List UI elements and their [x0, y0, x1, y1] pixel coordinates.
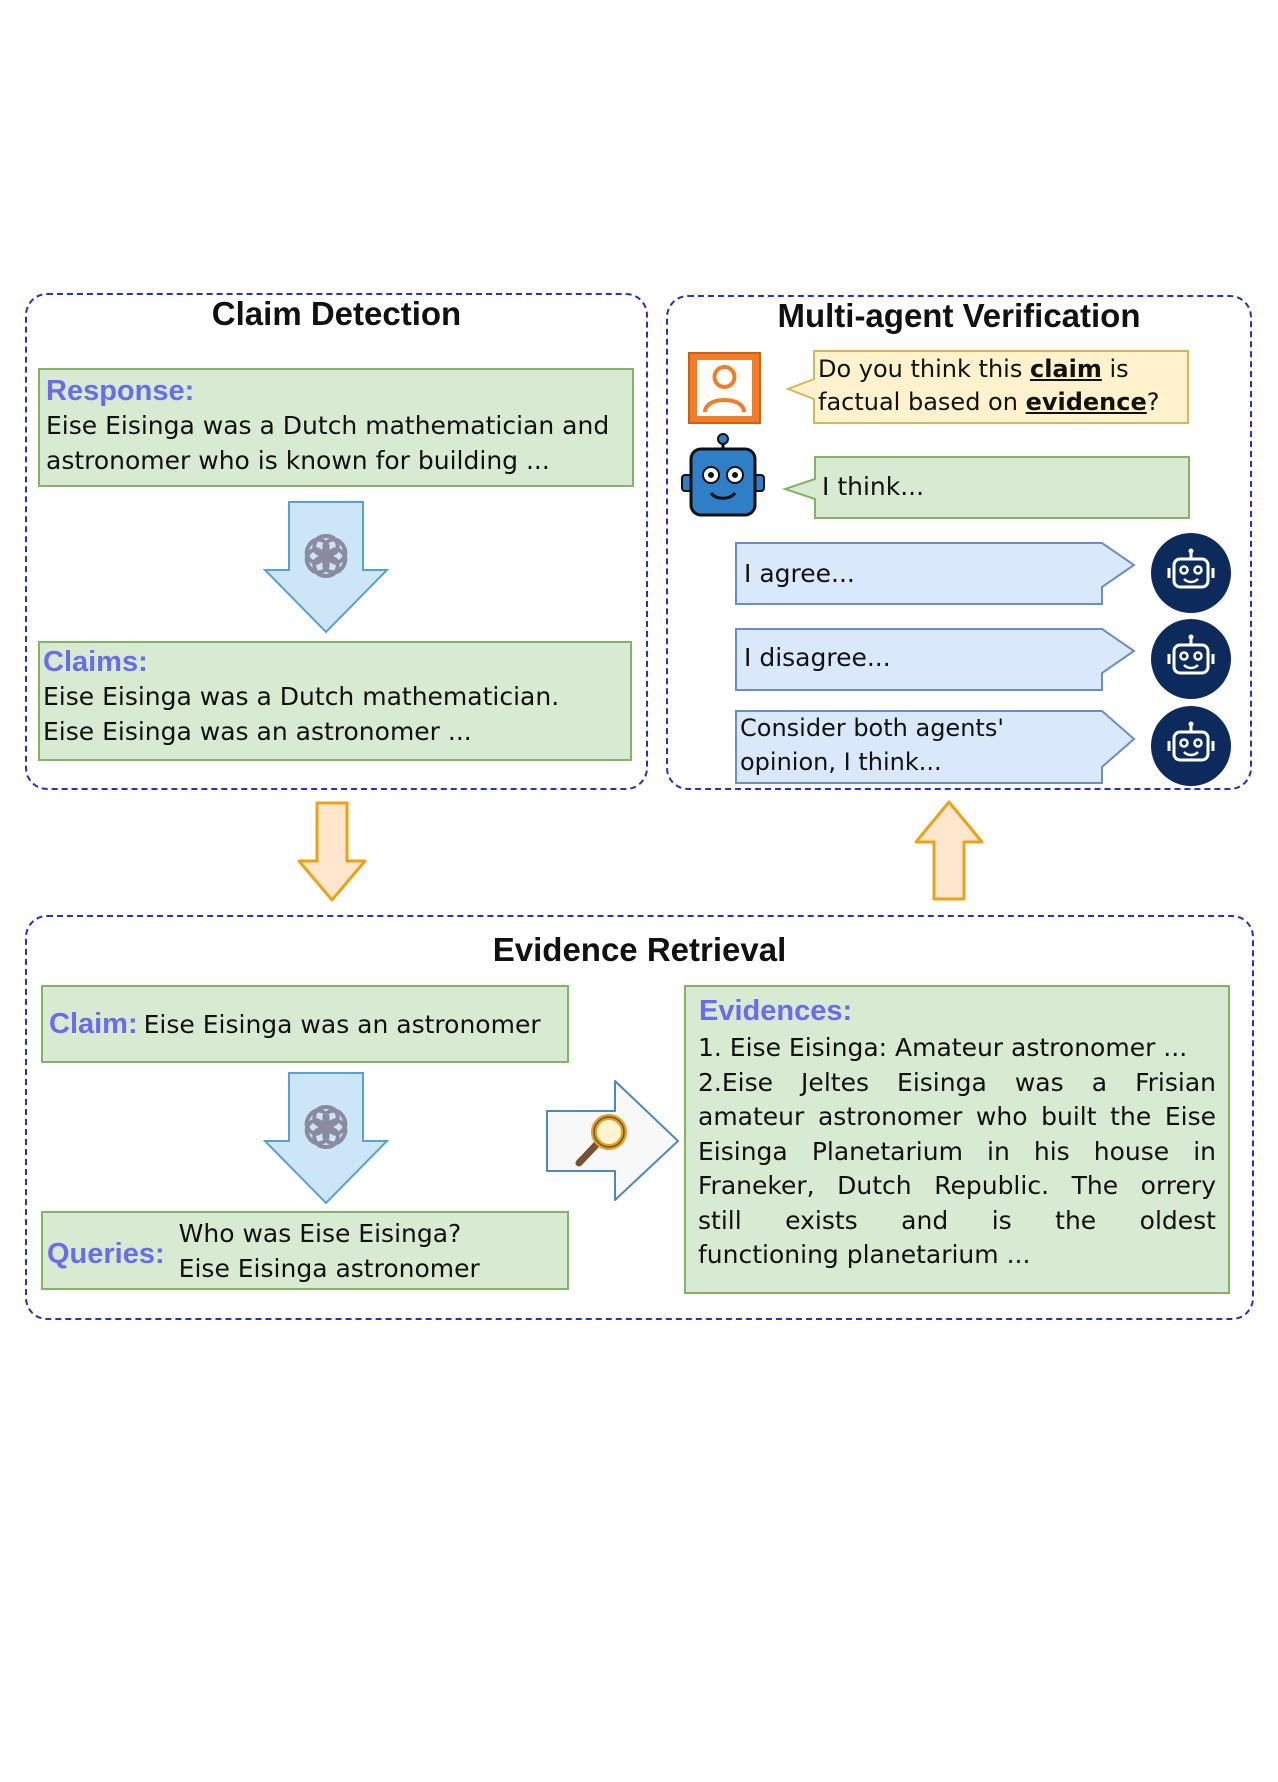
evidence-line: amateur astronomer who built the Eise: [698, 1102, 1216, 1131]
queries-box: Queries: Who was Eise Eisinga? Eise Eisi…: [41, 1211, 569, 1290]
bot-avatar-icon: [1151, 533, 1231, 613]
response-line: Eise Eisinga was a Dutch mathematician a…: [46, 411, 610, 440]
evidences-text: 1. Eise Eisinga: Amateur astronomer ... …: [698, 1031, 1216, 1273]
claims-line: Eise Eisinga was a Dutch mathematician.: [43, 682, 560, 711]
agent-reply-bubble-shape: [735, 628, 1136, 691]
evidence-line: Eisinga Planetarium in his house in: [698, 1136, 1216, 1166]
agent-reply-text: I disagree...: [744, 643, 891, 672]
flow-down-arrow: [297, 801, 367, 902]
claims-label: Claims:: [43, 646, 148, 678]
question-part: Do you think this: [818, 355, 1030, 383]
claim-label: Claim:: [49, 1007, 138, 1040]
claim-detection-title: Claim Detection: [211, 295, 462, 332]
response-box: Response: Eise Eisinga was a Dutch mathe…: [38, 368, 634, 487]
claim-box: Claim: Eise Eisinga was an astronomer: [41, 985, 569, 1063]
evidence-line: still exists and is the oldest: [698, 1205, 1216, 1235]
bot-avatar-icon: [1151, 706, 1231, 786]
query-item: Eise Eisinga astronomer: [178, 1253, 480, 1283]
multi-agent-title: Multi-agent Verification: [777, 297, 1141, 334]
response-label: Response:: [46, 375, 195, 407]
claim-detection-panel: [25, 293, 648, 790]
evidence-retrieval-panel: [25, 915, 1254, 1320]
evidence-line: 1. Eise Eisinga: Amateur astronomer ...: [698, 1033, 1188, 1062]
multi-agent-panel: [666, 295, 1252, 790]
question-part: is: [1101, 355, 1129, 383]
queries-list: Who was Eise Eisinga? Eise Eisinga astro…: [179, 1216, 480, 1286]
queries-label: Queries:: [47, 1238, 165, 1270]
robot-icon: [681, 433, 765, 517]
agent-reply-line: Consider both agents': [740, 714, 1004, 742]
claims-box: Claims: Eise Eisinga was a Dutch mathema…: [38, 641, 632, 761]
agent-reply-text: I agree...: [744, 559, 855, 588]
evidences-box: Evidences: 1. Eise Eisinga: Amateur astr…: [684, 985, 1230, 1294]
evidence-retrieval-title: Evidence Retrieval: [492, 931, 787, 968]
claim-text: Eise Eisinga was an astronomer: [143, 1009, 541, 1039]
magnifier-icon: [575, 1114, 627, 1167]
first-answer-text: I think...: [822, 472, 925, 501]
answer-bubble-shape: [781, 456, 1190, 519]
agent-reply-text: Consider both agents' opinion, I think..…: [740, 711, 1004, 779]
flow-up-arrow: [914, 800, 984, 901]
evidence-line: Franeker, Dutch Republic. The orrery: [698, 1171, 1216, 1200]
claim-keyword: claim: [1029, 355, 1102, 383]
response-line: astronomer who is known for building ...: [46, 446, 550, 475]
user-icon: [688, 352, 761, 424]
claims-text: Eise Eisinga was a Dutch mathematician. …: [43, 679, 630, 749]
question-text: Do you think this claim is factual based…: [818, 353, 1188, 419]
evidence-line: 2.Eise Jeltes Eisinga was a Frisian: [698, 1067, 1216, 1097]
bot-avatar-icon: [1151, 619, 1231, 699]
openai-logo-icon: [304, 1105, 348, 1149]
question-part: ?: [1146, 388, 1160, 416]
evidences-label: Evidences:: [699, 995, 853, 1027]
response-text: Eise Eisinga was a Dutch mathematician a…: [46, 408, 632, 478]
agent-reply-bubble-shape: [735, 710, 1136, 784]
openai-logo-icon: [304, 534, 348, 578]
query-item: Who was Eise Eisinga?: [178, 1218, 462, 1248]
evidence-line: functioning planetarium ...: [698, 1240, 1031, 1269]
agent-reply-bubble-shape: [735, 542, 1136, 605]
question-part: factual based on: [818, 388, 1026, 416]
agent-reply-line: opinion, I think...: [740, 748, 942, 776]
question-bubble-shape: [785, 350, 1189, 424]
evidence-keyword: evidence: [1025, 388, 1147, 416]
claims-line: Eise Eisinga was an astronomer ...: [43, 717, 472, 746]
